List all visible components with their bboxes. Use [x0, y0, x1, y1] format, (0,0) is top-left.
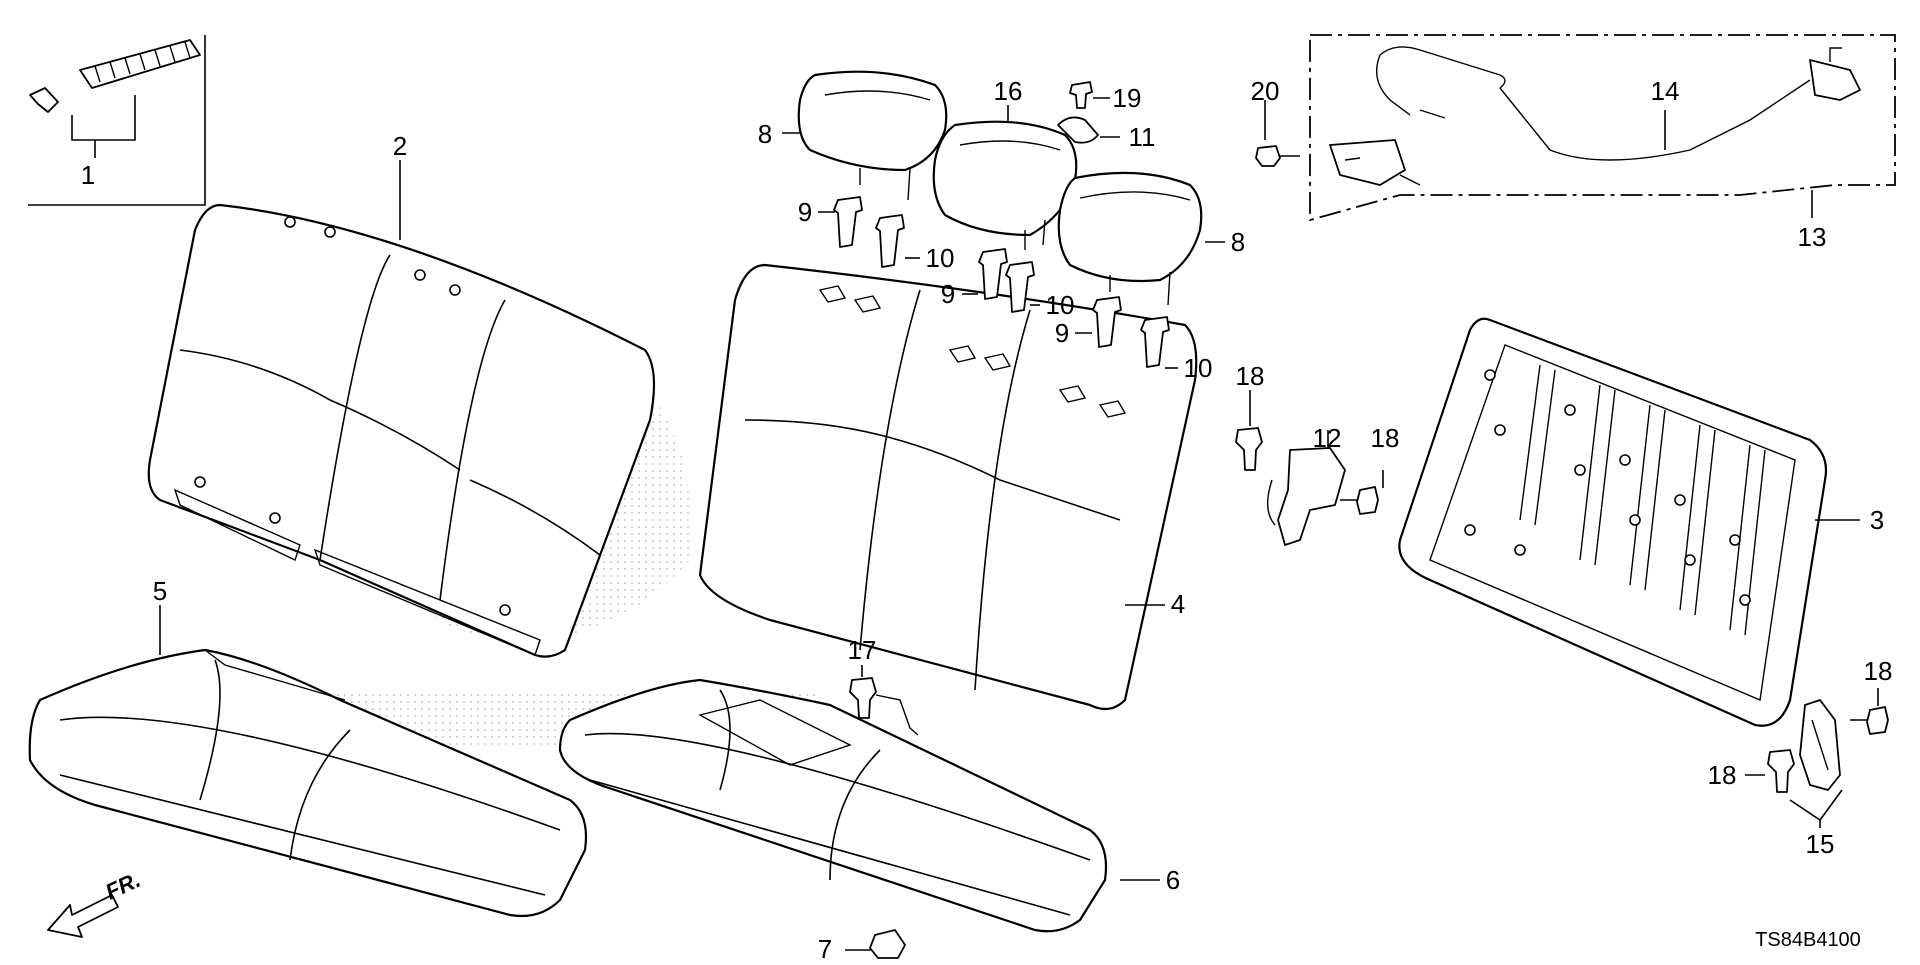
callout-14: 14 — [1651, 76, 1680, 106]
part-5-seat-cushion — [28, 605, 588, 918]
part-16-headrest-center — [932, 105, 1078, 250]
callout-18-c: 18 — [1864, 656, 1893, 686]
callout-8-left: 8 — [758, 119, 772, 149]
callout-8-right: 8 — [1231, 227, 1245, 257]
callout-10-a: 10 — [926, 243, 955, 273]
callout-16: 16 — [994, 76, 1023, 106]
part-11-cover — [1057, 116, 1120, 144]
part-1-clips — [28, 35, 206, 206]
callout-9-c: 9 — [1055, 318, 1069, 348]
callout-7: 7 — [818, 934, 832, 960]
callout-18-b: 18 — [1371, 423, 1400, 453]
callout-1: 1 — [81, 160, 95, 190]
callout-20: 20 — [1251, 76, 1280, 106]
callout-18-d: 18 — [1708, 760, 1737, 790]
callout-9-a: 9 — [798, 197, 812, 227]
part-8-headrest-left — [782, 70, 948, 201]
part-17-bolt — [849, 665, 919, 736]
callout-6: 6 — [1166, 865, 1180, 895]
part-3-seat-back-frame — [1398, 317, 1860, 727]
callout-11: 11 — [1129, 122, 1156, 152]
callout-2: 2 — [393, 131, 407, 161]
callout-12: 12 — [1313, 423, 1342, 453]
part-4-seat-back — [698, 263, 1198, 711]
callout-10-b: 10 — [1046, 290, 1075, 320]
callout-4: 4 — [1171, 589, 1185, 619]
callout-19: 19 — [1113, 83, 1142, 113]
part-15-bracket — [1789, 699, 1843, 828]
part-18-bolts — [1235, 390, 1889, 793]
callout-15: 15 — [1806, 829, 1835, 859]
callout-17: 17 — [848, 635, 877, 665]
callout-10-c: 10 — [1184, 353, 1213, 383]
parts-13-14-20-harness — [1255, 34, 1896, 222]
callout-9-b: 9 — [941, 279, 955, 309]
part-19-screw — [1069, 81, 1110, 109]
callout-3: 3 — [1870, 505, 1884, 535]
part-7-clip — [845, 929, 906, 959]
diagram-code: TS84B4100 — [1755, 929, 1861, 951]
callout-labels: 1 2 3 4 5 6 7 8 8 9 9 9 10 10 10 11 12 1… — [81, 76, 1893, 964]
part-12-lock — [1267, 430, 1346, 546]
front-direction-arrow — [47, 894, 119, 938]
callout-13: 13 — [1798, 222, 1827, 252]
part-8-headrest-right — [1057, 171, 1225, 306]
callout-5: 5 — [153, 576, 167, 606]
part-6-seat-cushion — [558, 678, 1160, 933]
callout-18-a: 18 — [1236, 361, 1265, 391]
part-2-seat-back — [147, 160, 656, 658]
parts-9-10-headrest-guides — [818, 196, 1178, 369]
